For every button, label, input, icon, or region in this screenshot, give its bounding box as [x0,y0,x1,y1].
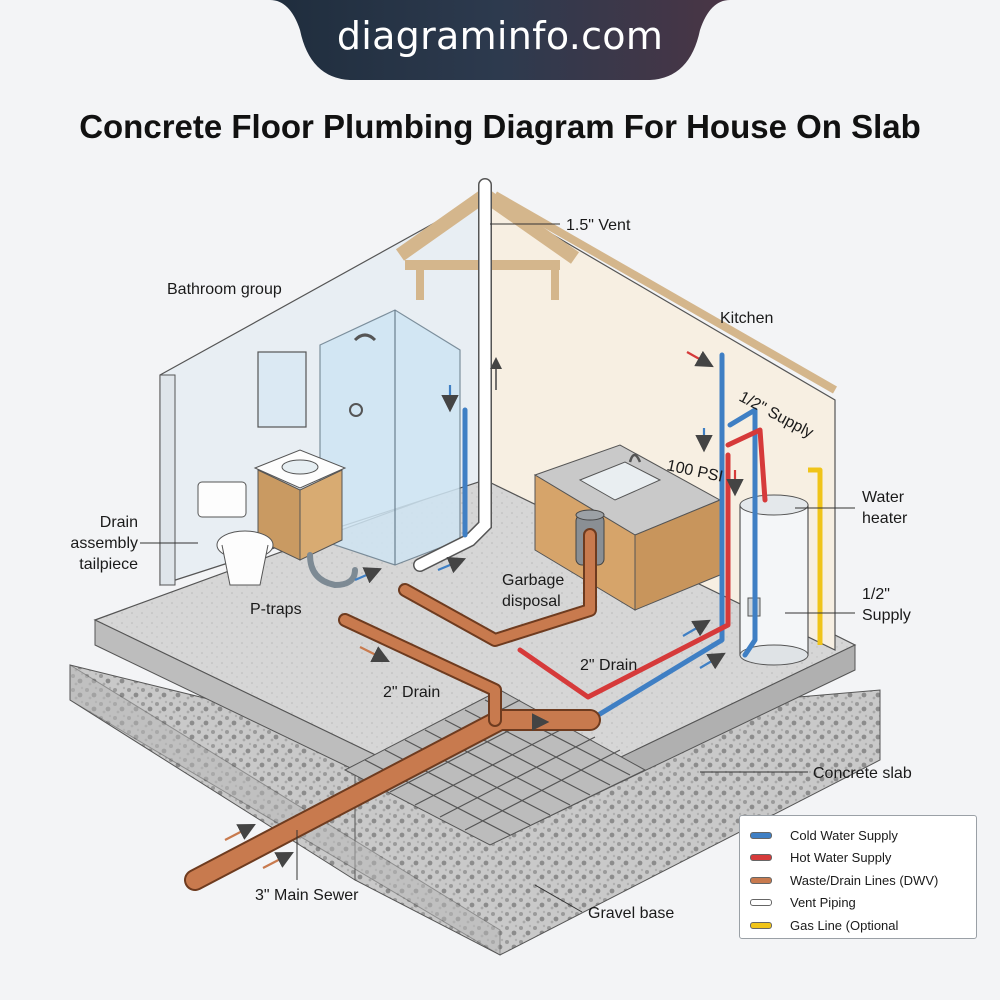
flow-arrows [224,350,744,869]
gas-line [808,467,823,645]
label-supply-right-2: Supply [862,607,911,624]
site-banner [270,0,730,80]
label-gravel-base: Gravel base [588,905,674,922]
label-p-traps: P-traps [250,601,302,618]
legend-swatch-gas [750,921,772,929]
site-banner-text[interactable]: diagraminfo.com [336,14,664,58]
label-drain-assembly-3: tailpiece [79,556,138,573]
label-main-sewer: 3" Main Sewer [255,887,359,904]
legend-item: Hot Water Supply [750,847,966,870]
toilet [197,481,274,586]
label-drain-kitchen: 2" Drain [580,657,637,674]
label-garbage-disposal-1: Garbage [502,572,564,589]
legend-swatch-hot [750,854,772,862]
label-drain-assembly-2: assembly [70,535,138,552]
legend-swatch-vent [750,899,772,907]
legend-item: Cold Water Supply [750,824,966,847]
legend-label: Cold Water Supply [790,827,898,843]
drain-lines [184,528,601,891]
mirror [257,351,307,428]
vent-pipe [413,178,502,572]
hot-water-lines [517,427,768,700]
label-drain-bath: 2" Drain [383,684,440,701]
label-kitchen: Kitchen [720,310,773,327]
water-heater [739,494,809,666]
label-concrete-slab: Concrete slab [813,765,912,782]
legend-label: Waste/Drain Lines (DWV) [790,872,939,888]
label-bathroom-group: Bathroom group [167,281,282,298]
leader-lines [140,223,855,913]
legend-item: Vent Piping [750,892,966,915]
label-drain-assembly-1: Drain [100,514,138,531]
legend-label: Gas Line (Optional [790,917,899,933]
label-water-heater-1: Water [862,489,905,506]
legend-swatch-cold [750,831,772,839]
label-supply-right-1: 1/2" [862,586,890,603]
legend: Cold Water Supply Hot Water Supply Waste… [739,815,977,939]
page-title: Concrete Floor Plumbing Diagram For Hous… [79,108,921,145]
legend-label: Hot Water Supply [790,850,892,866]
label-vent: 1.5" Vent [566,217,631,234]
label-water-heater-2: heater [862,510,908,527]
legend-label: Vent Piping [790,895,856,911]
label-garbage-disposal-2: disposal [502,593,561,610]
legend-item: Waste/Drain Lines (DWV) [750,869,966,892]
legend-item: Gas Line (Optional [750,914,966,937]
legend-swatch-waste [750,876,772,884]
